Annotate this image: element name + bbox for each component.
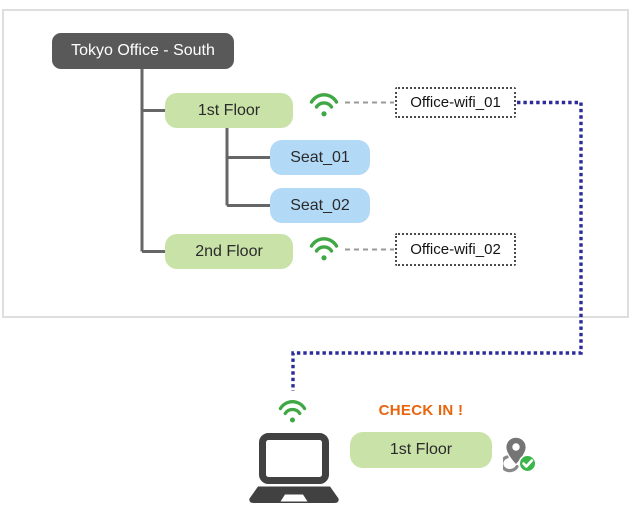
wifi-label-01: Office-wifi_01	[395, 87, 516, 118]
seat-node-02: Seat_02	[270, 188, 370, 223]
wifi-icon	[278, 400, 307, 423]
floor-node-2nd: 2nd Floor	[165, 234, 293, 269]
location-pin-check-icon	[503, 437, 537, 473]
org-root-node: Tokyo Office - South	[52, 33, 234, 69]
wifi-icon	[309, 237, 339, 261]
floor-node-1st: 1st Floor	[165, 93, 293, 128]
checkin-floor-badge: 1st Floor	[350, 432, 492, 468]
laptop-icon	[249, 433, 339, 503]
checkin-status-text: CHECK IN !	[378, 402, 464, 419]
wifi-icon	[309, 93, 339, 117]
wifi-label-02: Office-wifi_02	[395, 233, 516, 266]
seat-node-01: Seat_01	[270, 140, 370, 175]
